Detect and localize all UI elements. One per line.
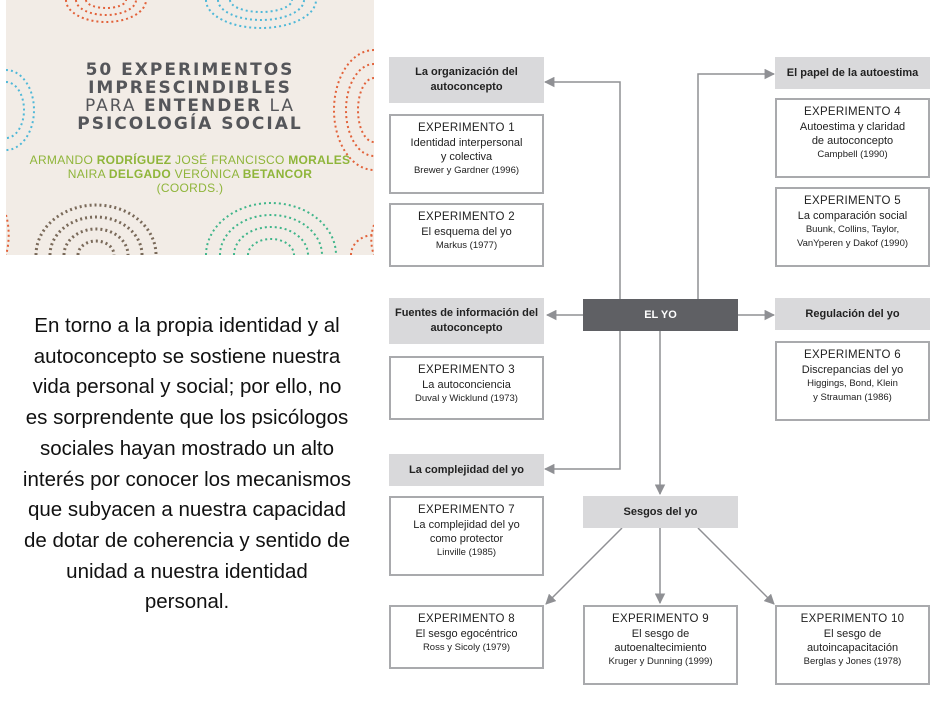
experiment-reference: y Strauman (1986) — [813, 392, 892, 403]
header-regulacion: Regulación del yo — [775, 298, 930, 330]
experiment-3-box: EXPERIMENTO 3 La autoconciencia Duval y … — [389, 356, 544, 420]
experiment-number: EXPERIMENTO 6 — [804, 349, 901, 361]
experiment-description: El sesgo de — [823, 628, 882, 640]
experiment-1-box: EXPERIMENTO 1 Identidad interpersonal y … — [389, 114, 544, 194]
cover-dot-pattern — [6, 0, 374, 255]
experiment-9-box: EXPERIMENTO 9 El sesgo de autoenaltecimi… — [583, 605, 738, 685]
experiment-reference: Ross y Sicoly (1979) — [422, 642, 511, 653]
experiment-description: y colectiva — [440, 151, 493, 163]
experiment-5-box: EXPERIMENTO 5 La comparación social Buun… — [775, 187, 930, 267]
author-last-name: BETANCOR — [242, 167, 313, 181]
experiment-reference: Buunk, Collins, Taylor, — [805, 224, 900, 235]
author-last-name: RODRÍGUEZ — [96, 153, 172, 167]
header-fuentes: Fuentes de información del autoconcepto — [389, 298, 544, 344]
arrow-to-autoestima — [697, 68, 776, 299]
experiment-number: EXPERIMENTO 4 — [804, 106, 901, 118]
experiment-8-box: EXPERIMENTO 8 El sesgo egocéntrico Ross … — [389, 605, 544, 669]
header-organizacion: La organización del autoconcepto — [389, 57, 544, 103]
experiment-description: El sesgo de — [631, 628, 690, 640]
experiment-number: EXPERIMENTO 7 — [418, 504, 515, 516]
author-first-name: JOSÉ FRANCISCO — [171, 153, 289, 167]
experiment-description: La autoconciencia — [422, 379, 511, 391]
experiment-description: de autoconcepto — [811, 135, 894, 147]
arrow-to-complejidad — [543, 331, 621, 475]
experiment-reference: Markus (1977) — [435, 240, 498, 251]
author-first-name: NAIRA — [67, 167, 109, 181]
cover-authors-line-2: NAIRA DELGADO VERÓNICA BETANCOR — [6, 167, 374, 181]
experiment-reference: Berglas y Jones (1978) — [803, 656, 902, 667]
experiment-7-box: EXPERIMENTO 7 La complejidad del yo como… — [389, 496, 544, 576]
experiment-10-box: EXPERIMENTO 10 El sesgo de autoincapacit… — [775, 605, 930, 685]
experiment-reference: Kruger y Dunning (1999) — [608, 656, 713, 667]
experiment-description: La complejidad del yo — [413, 519, 520, 531]
cover-title-line-4: PSICOLOGÍA SOCIAL — [77, 114, 303, 134]
experiment-description: El esquema del yo — [421, 226, 512, 238]
header-sesgos: Sesgos del yo — [583, 496, 738, 528]
cover-authors-line-1: ARMANDO RODRÍGUEZ JOSÉ FRANCISCO MORALES — [6, 153, 374, 167]
experiment-number: EXPERIMENTO 5 — [804, 195, 901, 207]
experiment-description: Discrepancias del yo — [801, 364, 904, 376]
experiment-number: EXPERIMENTO 10 — [800, 613, 905, 625]
cover-title-line-3: PARA ENTENDER LA — [6, 97, 374, 116]
experiment-number: EXPERIMENTO 8 — [418, 613, 515, 625]
experiment-reference: Linville (1985) — [436, 547, 497, 558]
header-complejidad: La complejidad del yo — [389, 454, 544, 486]
cover-title-para: PARA — [85, 96, 144, 116]
experiment-description: El sesgo egocéntrico — [415, 628, 518, 640]
arrow-to-exp10 — [697, 527, 775, 605]
body-paragraph: En torno a la propia identidad y al auto… — [22, 314, 352, 614]
experiment-number: EXPERIMENTO 3 — [418, 364, 515, 376]
experiment-number: EXPERIMENTO 2 — [418, 211, 515, 223]
author-last-name: MORALES — [288, 153, 351, 167]
experiment-reference: Duval y Wicklund (1973) — [415, 393, 518, 404]
experiment-reference: Campbell (1990) — [817, 149, 888, 160]
cover-title-line-1: 50 EXPERIMENTOS — [85, 60, 295, 80]
experiment-number: EXPERIMENTO 9 — [612, 613, 709, 625]
experiment-2-box: EXPERIMENTO 2 El esquema del yo Markus (… — [389, 203, 544, 267]
header-autoestima: El papel de la autoestima — [775, 57, 930, 89]
experiment-description: Identidad interpersonal — [410, 137, 523, 149]
cover-title-line-2: IMPRESCINDIBLES — [88, 78, 292, 98]
book-cover: 50 EXPERIMENTOS IMPRESCINDIBLES PARA ENT… — [6, 0, 374, 255]
author-first-name: ARMANDO — [29, 153, 97, 167]
experiment-4-box: EXPERIMENTO 4 Autoestima y claridad de a… — [775, 98, 930, 178]
author-last-name: DELGADO — [108, 167, 172, 181]
experiment-reference: VanYperen y Dakof (1990) — [796, 238, 909, 249]
experiment-description: autoenaltecimiento — [614, 642, 707, 654]
cover-title-entender: ENTENDER — [143, 96, 263, 116]
author-first-name: VERÓNICA — [171, 167, 243, 181]
cover-coords: (COORDS.) — [156, 181, 224, 195]
experiment-description: Autoestima y claridad — [799, 121, 906, 133]
arrow-to-organizacion — [543, 76, 621, 299]
experiment-6-box: EXPERIMENTO 6 Discrepancias del yo Higgi… — [775, 341, 930, 421]
experiment-reference: Brewer y Gardner (1996) — [413, 165, 520, 176]
experiment-number: EXPERIMENTO 1 — [418, 122, 515, 134]
experiment-description: autoincapacitación — [806, 642, 899, 654]
experiment-reference: Higgings, Bond, Klein — [807, 378, 898, 389]
cover-title-la: LA — [262, 96, 295, 116]
center-el-yo: EL YO — [583, 299, 738, 331]
arrow-to-exp8 — [545, 527, 623, 605]
experiment-description: como protector — [429, 533, 504, 545]
experiment-description: La comparación social — [797, 210, 908, 222]
